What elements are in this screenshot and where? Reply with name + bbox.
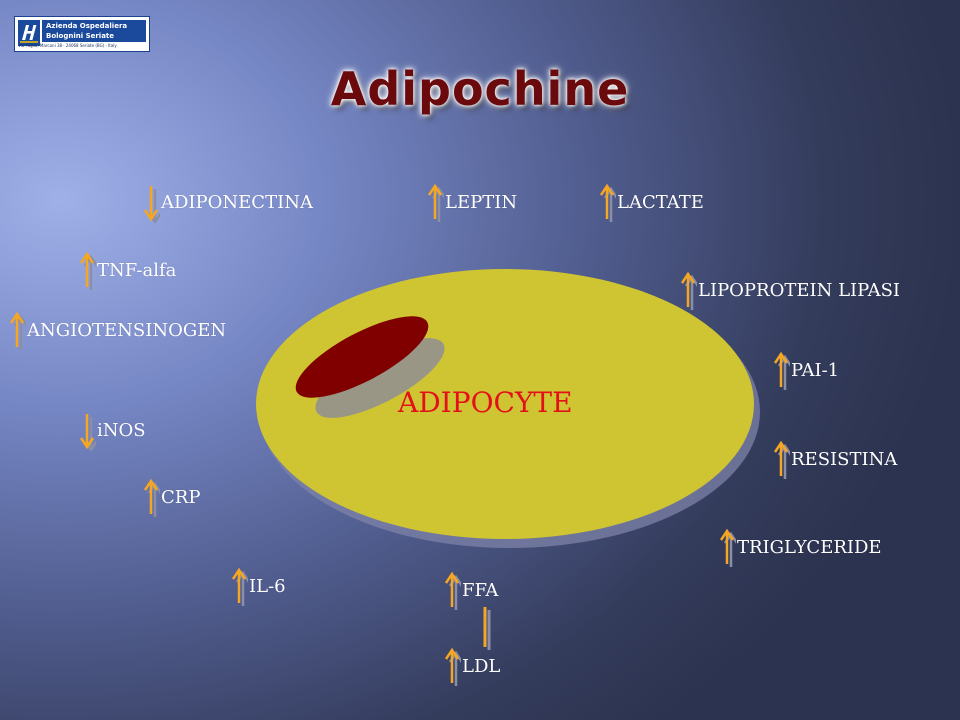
arrow-down-icon (80, 414, 96, 451)
hospital-logo: Azienda Ospedaliera Bolognini Seriate Vi… (14, 16, 150, 52)
marker-tnf-alfa: TNF-alfa (80, 251, 176, 291)
nucleus (295, 316, 429, 398)
marker-lipoprotein-lipasi: LIPOPROTEIN LIPASI (681, 271, 900, 311)
marker-angiotensinogen: ANGIOTENSINOGEN (10, 311, 226, 351)
marker-label: TNF-alfa (97, 260, 177, 281)
marker-resistina: RESISTINA (774, 440, 897, 480)
hospital-h-icon (18, 20, 40, 46)
marker-label: LEPTIN (445, 192, 518, 213)
ffa-ldl-connector-icon (483, 607, 491, 650)
arrow-down-icon (144, 186, 160, 223)
arrow-up-icon (80, 251, 96, 290)
arrow-up-icon (600, 183, 616, 222)
marker-pai-1: PAI-1 (774, 351, 839, 391)
arrow-up-icon (681, 271, 697, 310)
arrow-up-icon (445, 571, 461, 610)
marker-label: ANGIOTENSINOGEN (27, 320, 227, 341)
marker-il-6: IL-6 (232, 567, 286, 607)
marker-label: LACTATE (617, 192, 704, 213)
marker-lactate: LACTATE (600, 183, 704, 223)
marker-label: TRIGLYCERIDE (737, 537, 882, 558)
marker-label: LDL (462, 656, 501, 677)
marker-label: PAI-1 (791, 360, 840, 381)
page-title: Adipochine (330, 62, 630, 116)
marker-inos: iNOS (80, 411, 146, 451)
marker-label: RESISTINA (791, 449, 898, 470)
arrow-up-icon (445, 647, 461, 686)
arrow-up-icon (144, 478, 160, 517)
marker-label: LIPOPROTEIN LIPASI (698, 280, 901, 301)
logo-line-1: Azienda Ospedaliera (46, 22, 128, 30)
marker-ffa: FFA (445, 571, 498, 611)
adipocyte-label: ADIPOCYTE (398, 386, 573, 419)
arrow-up-icon (10, 311, 26, 350)
arrow-up-icon (232, 567, 248, 606)
arrow-up-icon (428, 183, 444, 222)
arrow-up-icon (720, 528, 736, 567)
marker-triglyceride: TRIGLYCERIDE (720, 528, 882, 568)
marker-label: iNOS (97, 420, 146, 441)
arrow-up-icon (774, 440, 790, 479)
marker-adiponectina: ADIPONECTINA (144, 183, 313, 223)
marker-label: IL-6 (249, 576, 286, 597)
logo-address: Via Paglia, Marconi 38 · 24068 Seriate (… (18, 43, 117, 48)
arrow-up-icon (774, 351, 790, 390)
marker-label: FFA (462, 580, 499, 601)
marker-label: ADIPONECTINA (161, 192, 313, 213)
marker-label: CRP (161, 487, 201, 508)
logo-line-2: Bolognini Seriate (46, 32, 115, 40)
marker-crp: CRP (144, 478, 200, 518)
marker-leptin: LEPTIN (428, 183, 517, 223)
marker-ldl: LDL (445, 647, 500, 687)
logo-name-band: Azienda Ospedaliera Bolognini Seriate (42, 20, 146, 42)
nucleus-shadow (315, 338, 445, 418)
